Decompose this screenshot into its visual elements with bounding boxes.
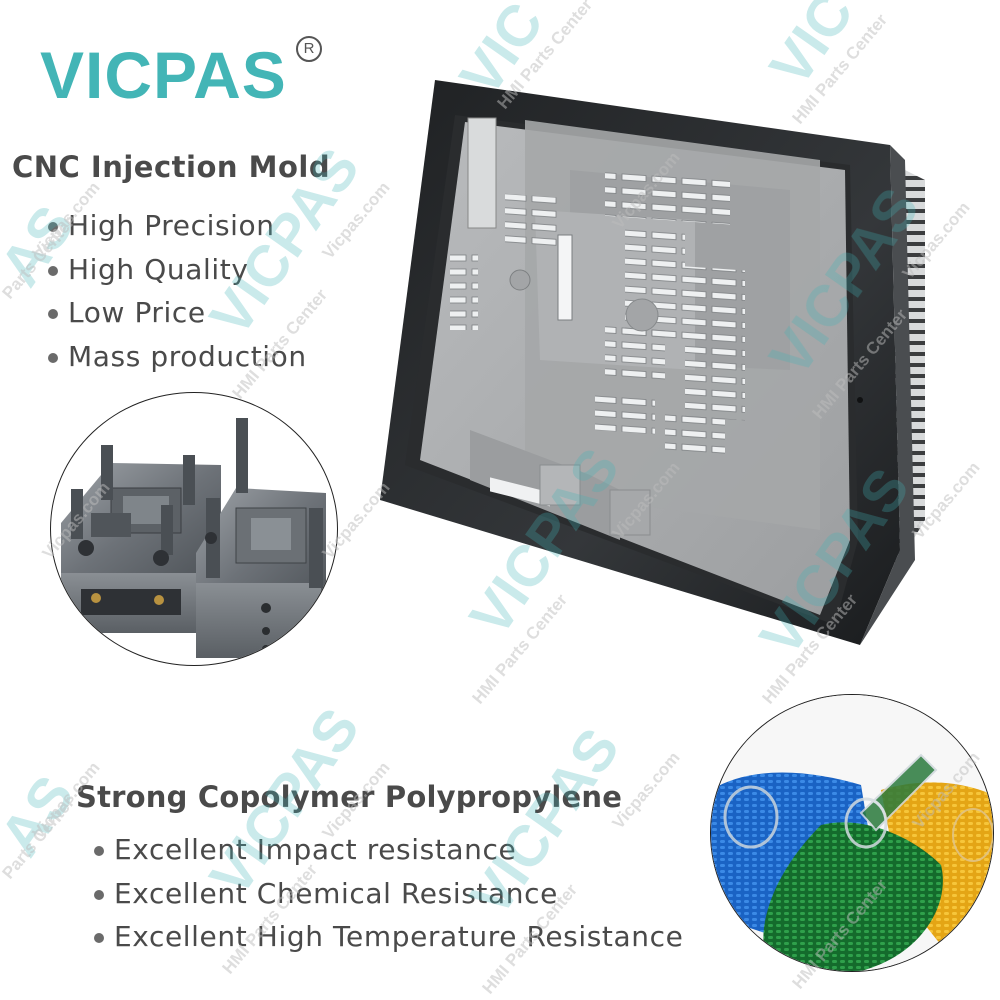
mold-feature-item: Low Price: [44, 291, 307, 335]
mold-section-title: CNC Injection Mold: [12, 150, 331, 184]
svg-text:Parts Center: Parts Center: [0, 793, 78, 883]
mold-illustration-icon: [61, 418, 326, 658]
mold-feature-item: High Precision: [44, 204, 307, 248]
mold-feature-list: High Precision High Quality Low Price Ma…: [44, 204, 307, 378]
hmi-panel-rear-housing: [380, 70, 980, 670]
mold-feature-item: High Quality: [44, 248, 307, 292]
registered-trademark-icon: R: [296, 36, 322, 62]
hmi-panel-illustration-icon: [380, 80, 925, 645]
material-feature-item: Excellent Chemical Resistance: [90, 872, 683, 916]
svg-text:AS: AS: [0, 764, 87, 867]
plastic-pellets-photo: [710, 694, 994, 972]
material-feature-item: Excellent Impact resistance: [90, 828, 683, 872]
pellets-illustration-icon: [711, 695, 993, 971]
mold-feature-item: Mass production: [44, 335, 307, 379]
injection-mold-photo: [50, 392, 338, 666]
brand-logo: VICPAS: [40, 38, 287, 112]
material-feature-item: Excellent High Temperature Resistance: [90, 915, 683, 959]
material-section-title: Strong Copolymer Polypropylene: [76, 780, 623, 814]
material-feature-list: Excellent Impact resistance Excellent Ch…: [90, 828, 683, 959]
